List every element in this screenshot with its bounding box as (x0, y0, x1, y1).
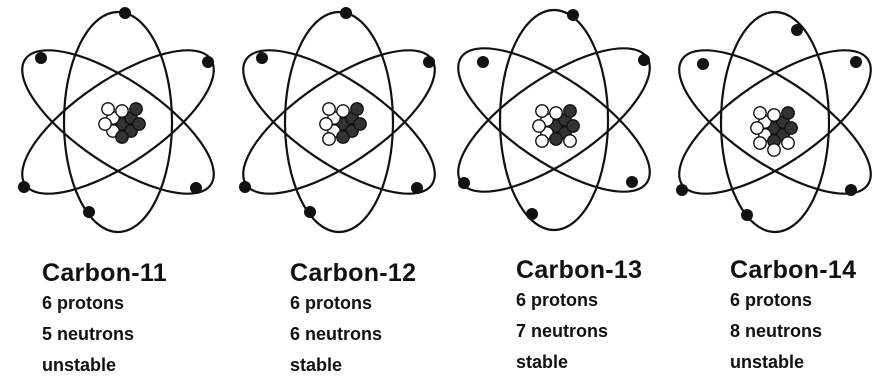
neutron-count-label: 6 neutrons (290, 324, 383, 344)
electron (304, 206, 316, 218)
nucleus (532, 104, 580, 148)
proton (563, 104, 577, 118)
electron (83, 206, 95, 218)
stability-label: stable (290, 355, 343, 375)
neutron (336, 104, 350, 118)
orbit-diagonal-a (457, 47, 651, 193)
neutron-count-label: 7 neutrons (516, 321, 609, 341)
proton (781, 106, 795, 120)
neutron (753, 106, 767, 120)
atom-diagram-carbon-11 (0, 0, 218, 250)
proton (350, 102, 364, 116)
electron (791, 24, 803, 36)
proton (336, 130, 350, 144)
electron (526, 208, 538, 220)
electron (638, 54, 650, 66)
proton-count-label: 6 protons (290, 293, 373, 313)
electron (697, 58, 709, 70)
neutron-count-label: 5 neutrons (42, 324, 135, 344)
stability-label: stable (516, 352, 569, 372)
nucleus (319, 102, 367, 146)
isotope-caption-carbon-14: Carbon-14 6 protons 8 neutrons unstable (730, 255, 856, 378)
neutron (753, 136, 767, 150)
isotope-caption-carbon-11: Carbon-11 6 protons 5 neutrons unstable (42, 258, 167, 381)
neutron (322, 102, 336, 116)
electron (411, 182, 423, 194)
neutron (549, 106, 563, 120)
proton (353, 117, 367, 131)
isotope-name: Carbon-11 (42, 259, 167, 287)
orbit-vertical (498, 8, 610, 232)
isotope-name: Carbon-12 (290, 259, 417, 287)
atom-svg (457, 8, 651, 232)
proton (566, 119, 580, 133)
neutron (322, 132, 336, 146)
atom-diagram-carbon-13 (442, 0, 660, 250)
orbit-vertical (283, 10, 395, 234)
neutron (535, 104, 549, 118)
electron (458, 177, 470, 189)
neutron (98, 117, 112, 131)
proton (784, 121, 798, 135)
electron (477, 56, 489, 68)
neutron (115, 104, 129, 118)
atom-diagram-carbon-12 (221, 0, 439, 250)
atom-svg (18, 7, 215, 234)
atom-svg (676, 10, 872, 234)
electron (190, 182, 202, 194)
stability-label: unstable (730, 352, 805, 372)
electron (18, 181, 30, 193)
orbit-diagonal-a (242, 49, 436, 195)
stability-label: unstable (42, 355, 117, 375)
proton (132, 117, 146, 131)
neutron (781, 136, 795, 150)
proton-count-label: 6 protons (730, 290, 813, 310)
proton (115, 130, 129, 144)
electron (239, 181, 251, 193)
neutron (767, 108, 781, 122)
orbit-diagonal-a (678, 49, 872, 195)
electron (567, 9, 579, 21)
electron (741, 209, 753, 221)
nucleus (98, 102, 146, 144)
orbit-vertical (719, 10, 831, 234)
neutron (101, 102, 115, 116)
electron (626, 176, 638, 188)
electron (202, 56, 214, 68)
electron (850, 56, 862, 68)
orbit-diagonal-a (21, 49, 215, 195)
neutron (532, 119, 546, 133)
atom-svg (239, 7, 436, 234)
isotope-name: Carbon-14 (730, 256, 857, 284)
electron (256, 52, 268, 64)
isotope-caption-carbon-12: Carbon-12 6 protons 6 neutrons stable (290, 258, 416, 381)
neutron-count-label: 8 neutrons (730, 321, 823, 341)
neutron (319, 117, 333, 131)
proton (549, 132, 563, 146)
neutron (563, 134, 577, 148)
isotope-caption-carbon-13: Carbon-13 6 protons 7 neutrons stable (516, 255, 642, 378)
electron (35, 52, 47, 64)
proton-count-label: 6 protons (42, 293, 125, 313)
electron (676, 184, 688, 196)
electron (119, 7, 131, 19)
neutron (767, 143, 781, 157)
isotope-name: Carbon-13 (516, 256, 643, 284)
electron (340, 7, 352, 19)
proton (129, 102, 143, 116)
electron (845, 184, 857, 196)
atom-diagram-carbon-14 (664, 0, 872, 250)
proton-count-label: 6 protons (516, 290, 599, 310)
orbit-vertical (62, 10, 174, 234)
electron (423, 56, 435, 68)
nucleus (750, 106, 798, 157)
neutron (535, 134, 549, 148)
neutron (750, 121, 764, 135)
